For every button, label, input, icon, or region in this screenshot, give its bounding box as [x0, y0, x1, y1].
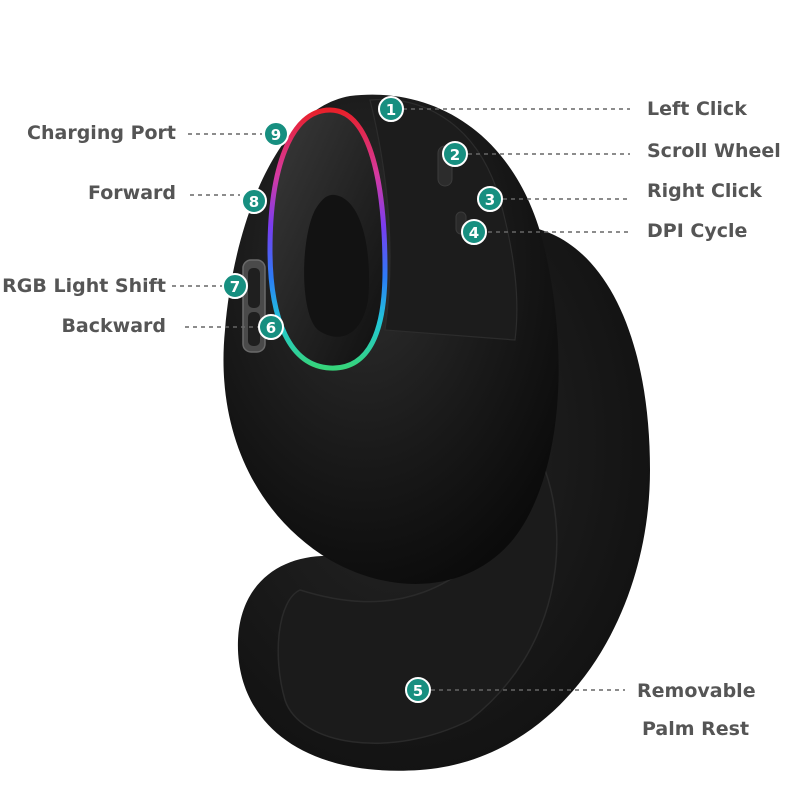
badge-9: 9: [263, 121, 289, 147]
label-palm-rest: Palm Rest: [642, 718, 750, 740]
badge-8: 8: [241, 188, 267, 214]
badge-1: 1: [378, 96, 404, 122]
badge-6-number: 6: [266, 319, 276, 337]
badge-1-number: 1: [386, 101, 396, 119]
badge-2-number: 2: [450, 146, 460, 164]
mouse-body: [223, 94, 559, 585]
label-charging-port: Charging Port: [27, 122, 176, 144]
badge-3: 3: [477, 186, 503, 212]
badge-5: 5: [405, 677, 431, 703]
label-left-click: Left Click: [647, 98, 747, 120]
badge-4: 4: [461, 219, 487, 245]
badge-7-number: 7: [230, 278, 240, 296]
label-backward: Backward: [61, 315, 166, 337]
label-forward: Forward: [88, 182, 176, 204]
label-removable: Removable: [637, 680, 756, 702]
label-dpi-cycle: DPI Cycle: [647, 220, 748, 242]
label-right-click: Right Click: [647, 180, 762, 202]
label-scroll-wheel: Scroll Wheel: [647, 140, 781, 162]
leader-lines: [172, 108, 630, 691]
label-rgb-light-shift: RGB Light Shift: [2, 275, 166, 297]
badge-4-number: 4: [469, 224, 479, 242]
badge-2: 2: [442, 141, 468, 167]
badge-8-number: 8: [249, 193, 259, 211]
badge-7: 7: [222, 273, 248, 299]
badge-6: 6: [258, 314, 284, 340]
badge-9-number: 9: [271, 126, 281, 144]
badge-5-number: 5: [413, 682, 423, 700]
badge-3-number: 3: [485, 191, 495, 209]
